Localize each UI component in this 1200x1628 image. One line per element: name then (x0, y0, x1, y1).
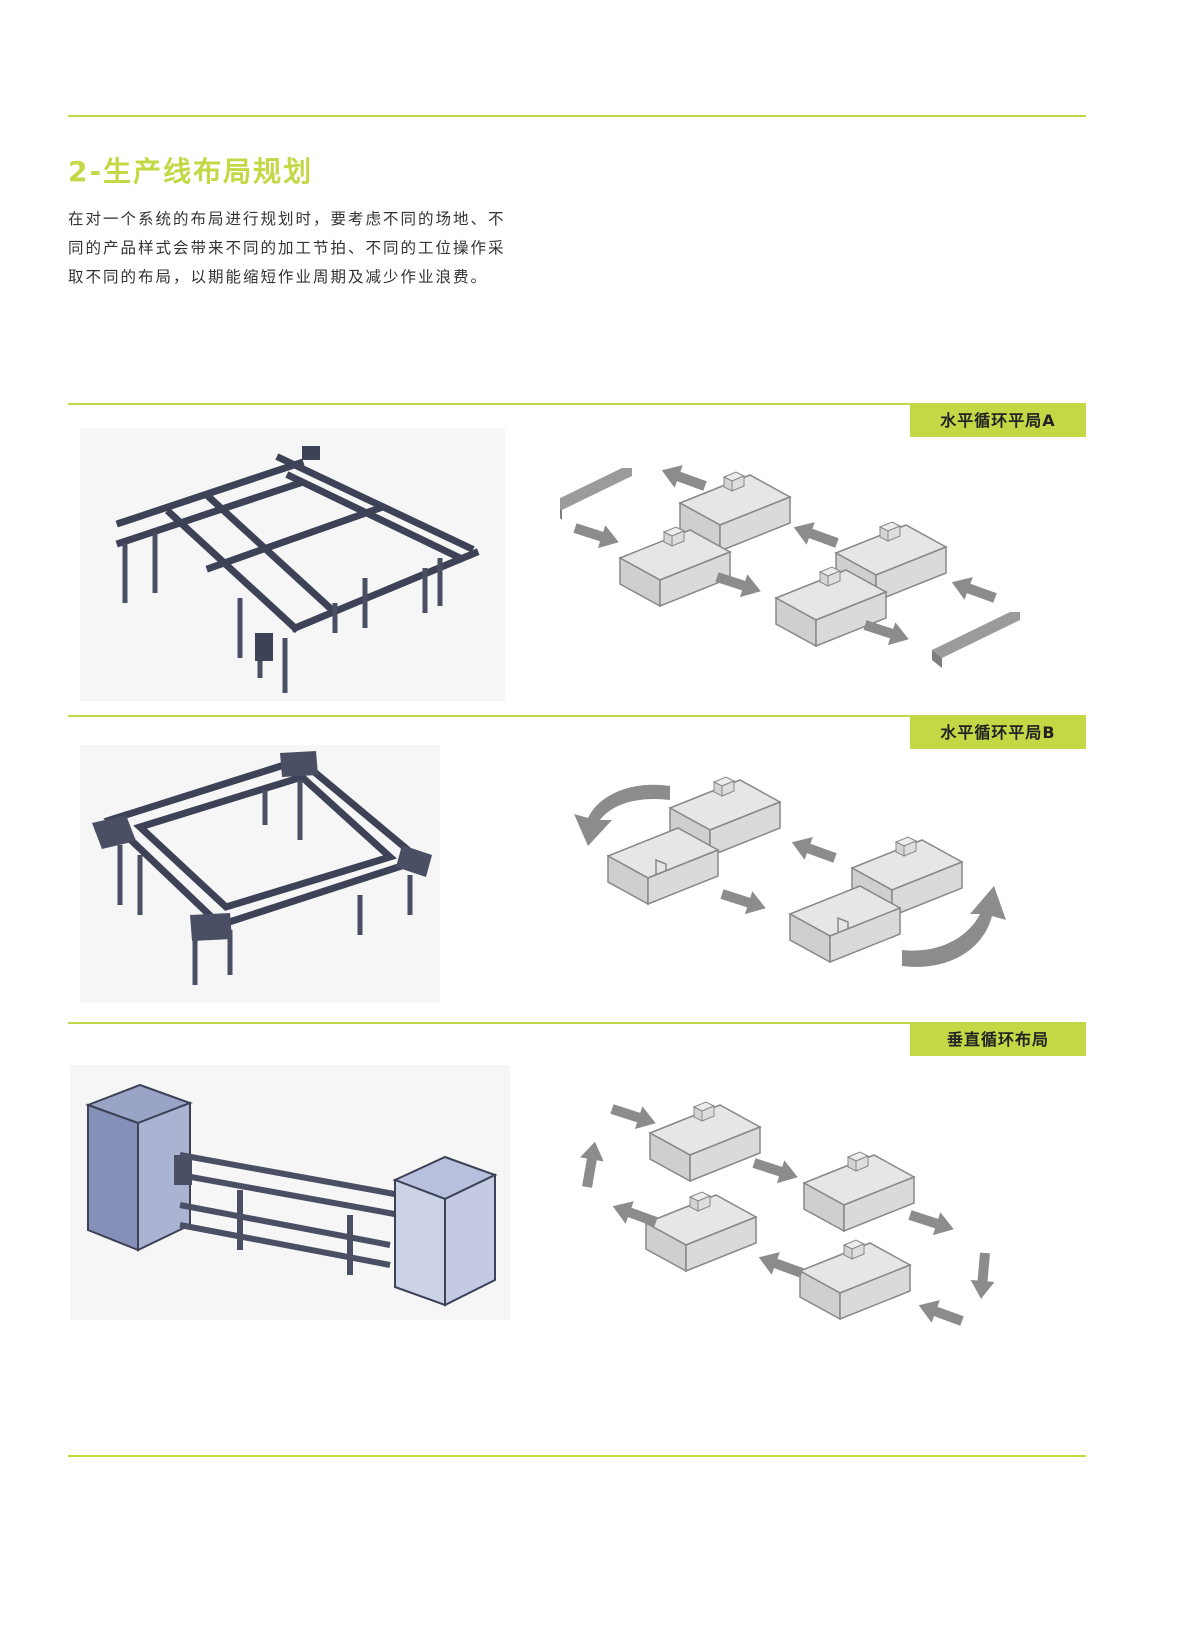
section-b-machine-image (80, 745, 440, 1003)
section-c-machine-image (70, 1065, 510, 1320)
page-title: 2-生产线布局规划 (68, 155, 314, 188)
section-a-label: 水平循环平局A (910, 405, 1086, 437)
intro-paragraph: 在对一个系统的布局进行规划时，要考虑不同的场地、不同的产品样式会带来不同的加工节… (68, 210, 506, 286)
section-a-layout-diagram (560, 458, 1020, 668)
top-rule (68, 115, 1086, 117)
section-c-rule (68, 1022, 1086, 1024)
section-b-label: 水平循环平局B (910, 717, 1086, 749)
bottom-rule (68, 1455, 1086, 1457)
section-b-rule (68, 715, 1086, 717)
section-c-layout-diagram (575, 1097, 997, 1333)
section-a-rule (68, 403, 1086, 405)
section-b-layout-diagram (574, 776, 1006, 967)
section-c-label: 垂直循环布局 (910, 1024, 1086, 1056)
section-a-machine-image (80, 428, 505, 701)
